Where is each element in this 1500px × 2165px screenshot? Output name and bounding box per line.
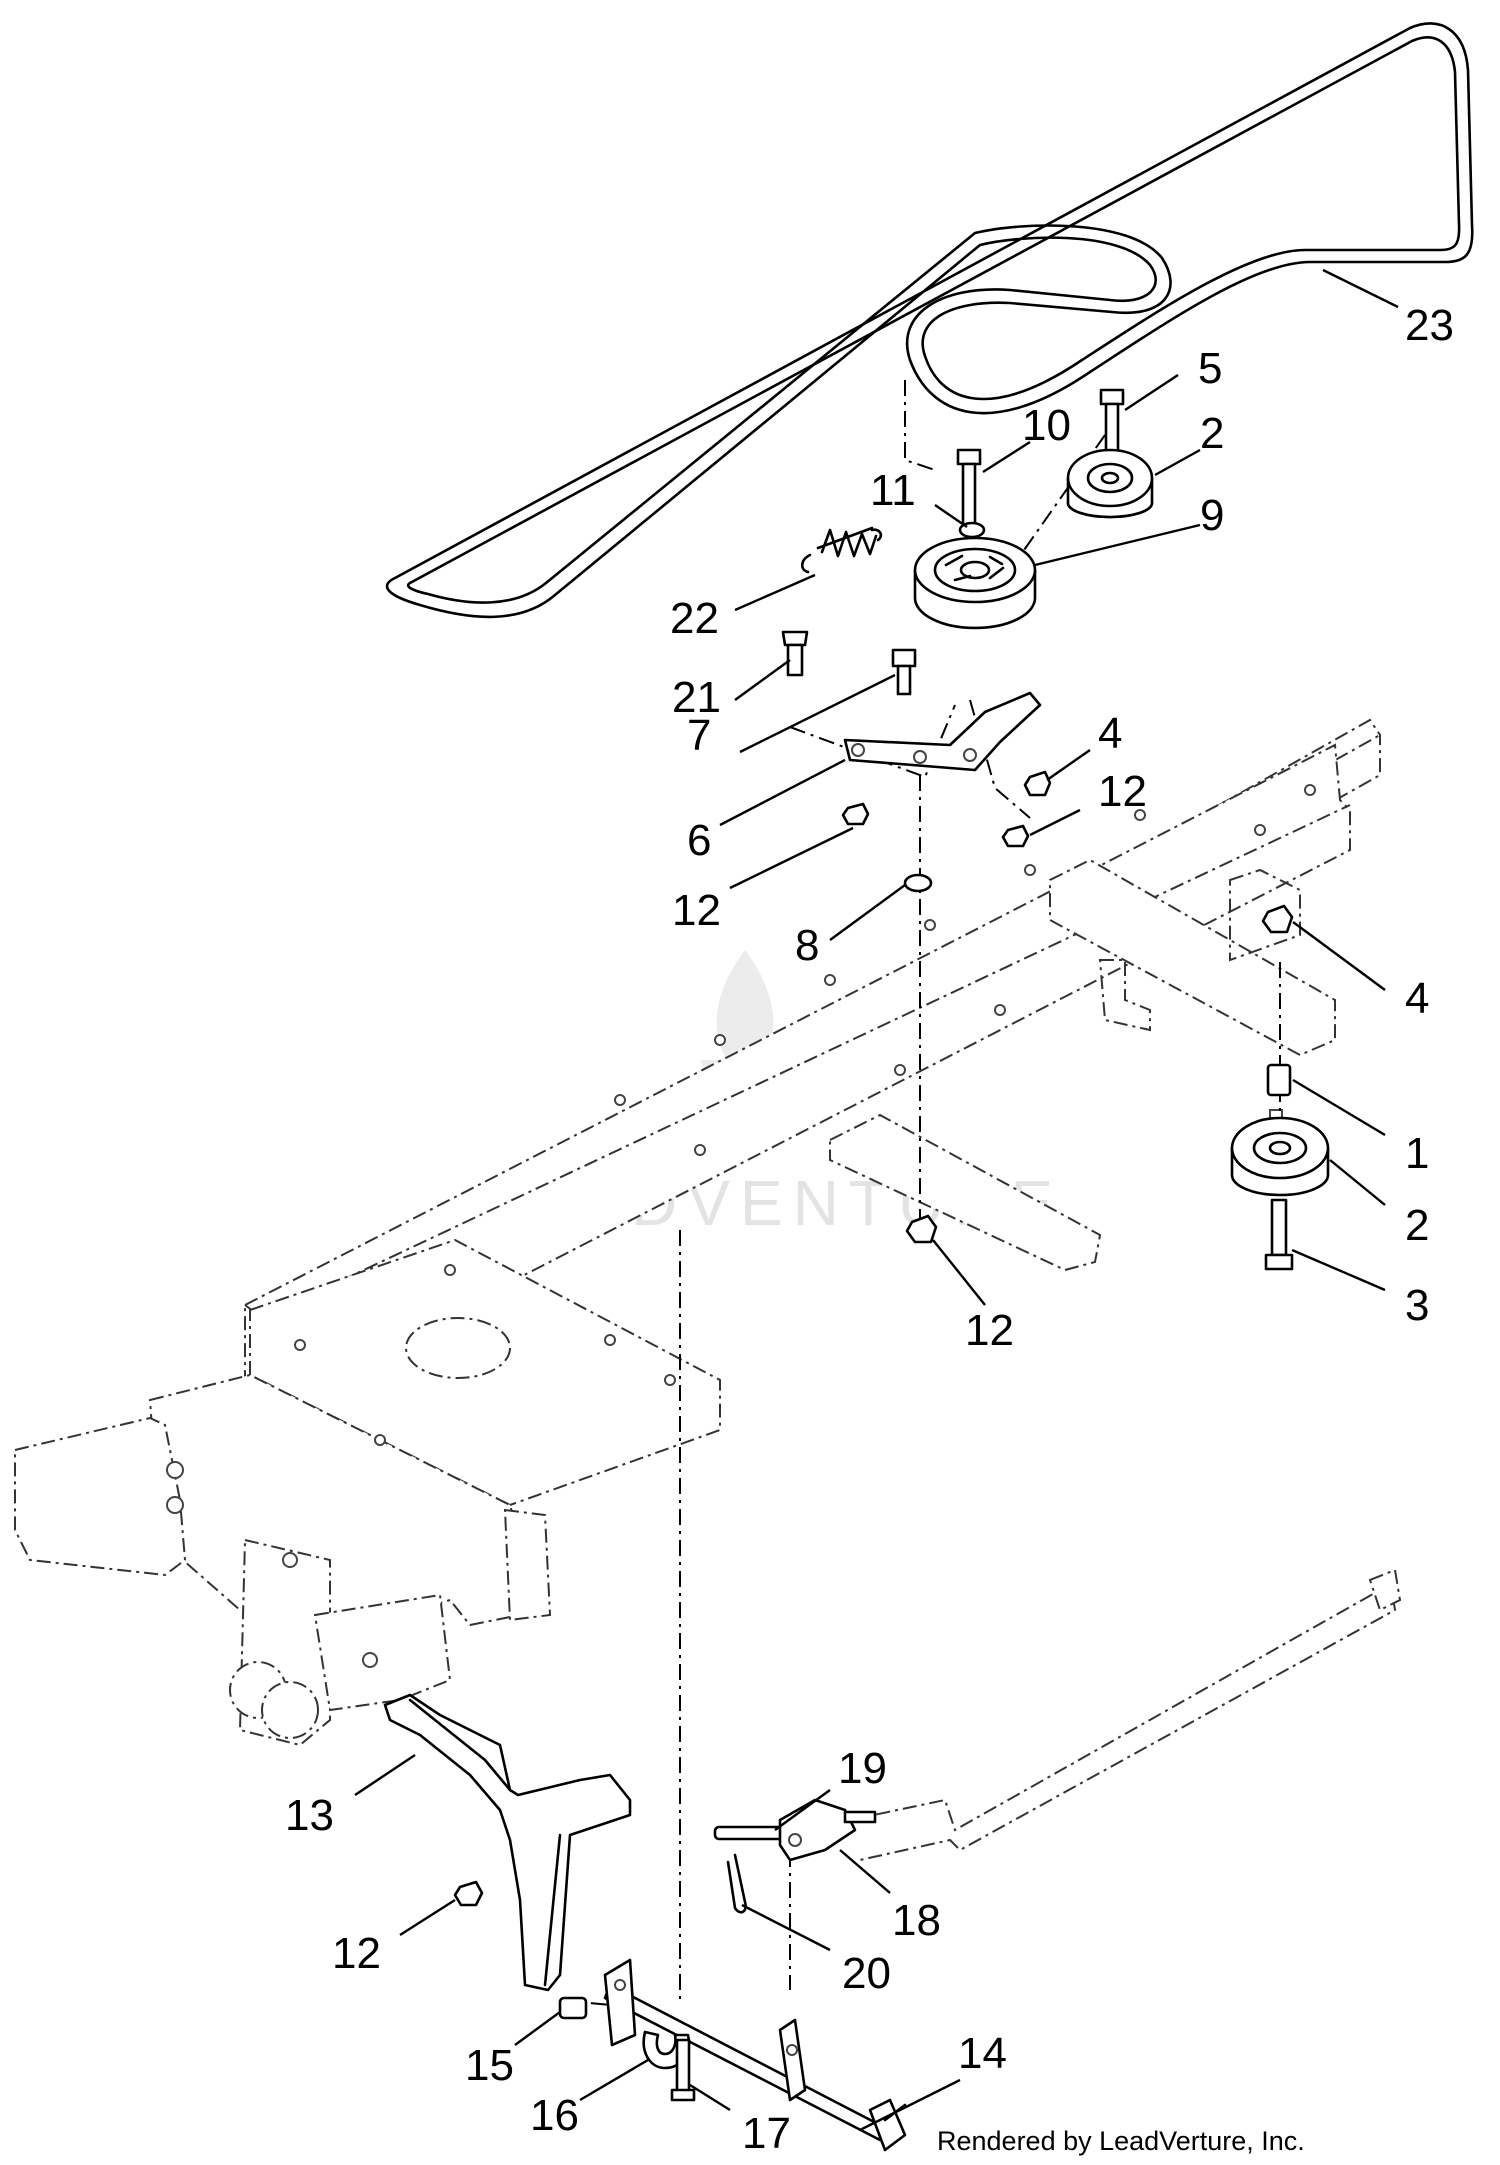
chassis-frame bbox=[14, 718, 1402, 1861]
callout-6: 6 bbox=[687, 816, 711, 865]
callout-17: 17 bbox=[742, 2109, 791, 2158]
callout-12-frame: 12 bbox=[965, 1306, 1014, 1355]
bolt-10 bbox=[956, 448, 982, 528]
callout-12-bracket: 12 bbox=[332, 1929, 381, 1978]
bolt-3 bbox=[1264, 1198, 1294, 1271]
pulley-2-lower bbox=[1230, 1116, 1330, 1197]
callout-12-left: 12 bbox=[672, 886, 721, 935]
nut-12-frame bbox=[905, 1214, 938, 1244]
callout-5: 5 bbox=[1198, 344, 1222, 393]
rear-mount-plate bbox=[503, 1508, 552, 1622]
mount-plate-opening bbox=[405, 1317, 511, 1379]
front-bracket-left bbox=[14, 1416, 187, 1577]
nut-12-bracket bbox=[453, 1880, 484, 1907]
axle-arm bbox=[313, 1593, 452, 1712]
callout-7: 7 bbox=[687, 711, 711, 760]
frame-tab-small bbox=[1098, 959, 1151, 1032]
callout-12-right: 12 bbox=[1098, 767, 1147, 816]
bolt-5 bbox=[1099, 388, 1125, 464]
idler-pulley-9 bbox=[913, 536, 1037, 630]
leader-lines bbox=[354, 268, 1399, 2132]
callout-13: 13 bbox=[285, 1791, 334, 1840]
nut-12-arm-right bbox=[1001, 824, 1030, 848]
callout-21: 21 bbox=[672, 673, 721, 722]
frame-cross-bracket bbox=[1049, 858, 1336, 1057]
callout-3: 3 bbox=[1405, 1281, 1429, 1330]
stud-21 bbox=[781, 630, 809, 677]
frame-holes bbox=[166, 784, 1316, 1668]
callout-2-lower: 2 bbox=[1405, 1201, 1429, 1250]
idler-arm-6 bbox=[843, 691, 1042, 772]
nut-4-upper bbox=[1023, 770, 1052, 797]
callout-8: 8 bbox=[795, 921, 819, 970]
spacer-1 bbox=[1266, 1063, 1292, 1097]
frame-bracket-drop bbox=[1229, 868, 1301, 962]
axle-eye-right bbox=[261, 1681, 319, 1739]
nut-4-lower bbox=[1261, 904, 1294, 934]
callout-15: 15 bbox=[465, 2041, 514, 2090]
callout-9: 9 bbox=[1200, 491, 1224, 540]
callout-22: 22 bbox=[670, 594, 719, 643]
belt-23 bbox=[385, 22, 1474, 619]
credit-text: Rendered by LeadVerture, Inc. bbox=[937, 2126, 1305, 2156]
clevis-18 bbox=[778, 1798, 877, 1862]
bracket-13 bbox=[383, 1693, 632, 1992]
pulley-2-upper bbox=[1066, 448, 1154, 519]
spring-22 bbox=[800, 526, 883, 574]
callout-23: 23 bbox=[1405, 301, 1454, 350]
callout-14: 14 bbox=[958, 2029, 1007, 2078]
bolt-7 bbox=[891, 648, 917, 696]
callout-11: 11 bbox=[870, 466, 916, 515]
hairpin-20 bbox=[726, 1853, 747, 1914]
frame-cross-bracket-lower bbox=[829, 1113, 1102, 1272]
callout-19: 19 bbox=[838, 1744, 887, 1793]
callouts: 23 5 2 10 11 9 22 21 7 4 12 6 12 8 4 1 2… bbox=[285, 301, 1454, 2158]
callout-2-upper: 2 bbox=[1200, 409, 1224, 458]
brake-rod-end bbox=[1368, 1568, 1402, 1612]
clevis-pin-19 bbox=[713, 1825, 787, 1841]
callout-18: 18 bbox=[892, 1896, 941, 1945]
washer-8 bbox=[903, 873, 933, 893]
brake-shaft-14 bbox=[603, 1958, 907, 2152]
nut-12-arm-left bbox=[841, 802, 870, 826]
callout-10: 10 bbox=[1022, 401, 1071, 450]
callout-16: 16 bbox=[530, 2091, 579, 2140]
callout-4-upper: 4 bbox=[1098, 709, 1122, 758]
bolt-17 bbox=[670, 2038, 696, 2102]
callout-20: 20 bbox=[842, 1949, 891, 1998]
callout-4-lower: 4 bbox=[1405, 974, 1429, 1023]
pin-15 bbox=[558, 1996, 588, 2020]
brake-rod-ghost bbox=[849, 1577, 1397, 1861]
callout-1: 1 bbox=[1405, 1129, 1429, 1178]
